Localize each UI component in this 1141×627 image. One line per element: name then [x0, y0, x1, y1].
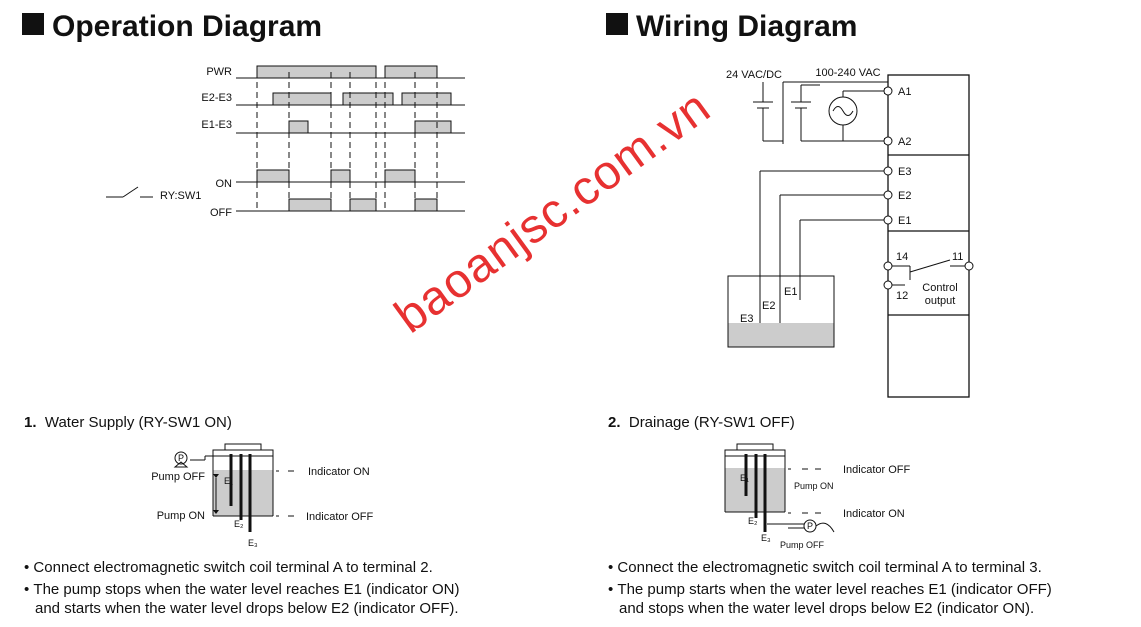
control-output-label-1: Control: [922, 282, 957, 294]
terminal-e1: E1: [898, 215, 911, 227]
electrode-e1-label: E₁: [740, 473, 749, 483]
pump-off-label: Pump OFF: [151, 471, 205, 483]
pump-on-label: Pump ON: [157, 510, 205, 522]
ry-sw1-label: RY:SW1: [160, 190, 201, 202]
pump-off-label: Pump OFF: [780, 540, 825, 550]
wiring-diagram: 24 VAC/DC 100-240 VAC A1 A2 E3 E2 E1 14 …: [726, 67, 974, 398]
drainage-bullet-1: • Connect the electromagnetic switch coi…: [608, 559, 1042, 576]
supply-ac-label: 100-240 VAC: [815, 67, 880, 79]
electrode-e3-label: E₃: [761, 533, 771, 543]
e1e3-label: E1-E3: [201, 119, 232, 131]
indicator-off-label: Indicator OFF: [843, 464, 911, 476]
terminal-a1: A1: [898, 86, 911, 98]
drainage-bullet-2-cont: and stops when the water level drops bel…: [619, 600, 1035, 617]
pump-icon: P: [803, 519, 835, 533]
tank-water-fill: [728, 323, 834, 347]
drainage-bullet-2: • The pump starts when the water level r…: [608, 581, 1052, 598]
indicator-on-label: Indicator ON: [843, 508, 905, 520]
operation-diagram-title: Operation Diagram: [22, 10, 322, 44]
ac-source-icon: [828, 90, 888, 141]
square-bullet-icon: [606, 13, 628, 35]
supply-bullet-1: • Connect electromagnetic switch coil te…: [24, 559, 433, 576]
tank: [727, 275, 835, 348]
tank-e3-label: E3: [740, 313, 753, 325]
tank-e2-label: E2: [762, 300, 775, 312]
supply-heading: 1. Water Supply (RY-SW1 ON): [24, 414, 232, 431]
electrode-e1-label: E₁: [224, 476, 233, 486]
control-output-label-2: output: [925, 295, 956, 307]
terminal-11: 11: [952, 251, 963, 263]
electrode-e2-label: E₂: [748, 516, 758, 526]
on-label: ON: [216, 178, 233, 190]
terminal-a2: A2: [898, 136, 911, 148]
tank-e1-label: E1: [784, 286, 797, 298]
e2e3-label: E2-E3: [201, 92, 232, 104]
svg-text:P: P: [178, 453, 184, 463]
pump-icon: P: [173, 451, 189, 468]
drainage-diagram: P E₁ E₂ E₃ Pump ON Pump OFF Indicator OF…: [724, 443, 911, 550]
supply-dc-label: 24 VAC/DC: [726, 69, 782, 81]
terminal-14: 14: [896, 251, 908, 263]
water-fill: [213, 470, 273, 516]
dc-supply-symbol: [753, 81, 888, 144]
indicator-off-label: Indicator OFF: [306, 511, 374, 523]
terminal-e3: E3: [898, 166, 911, 178]
svg-text:P: P: [807, 521, 813, 531]
switch-symbol-icon: [106, 186, 153, 198]
terminal-e2: E2: [898, 190, 911, 202]
square-bullet-icon: [22, 13, 44, 35]
wiring-diagram-title: Wiring Diagram: [606, 10, 857, 44]
pwr-label: PWR: [206, 66, 232, 78]
water-supply-diagram: P E₁ E₂ E₃ Pump OFF Pump ON Indicator ON…: [151, 443, 374, 548]
supply-bullet-2-cont: and starts when the water level drops be…: [35, 600, 459, 617]
terminal-12: 12: [896, 290, 908, 302]
electrode-e2-label: E₂: [234, 519, 244, 529]
off-label: OFF: [210, 207, 232, 219]
drainage-heading: 2. Drainage (RY-SW1 OFF): [608, 414, 795, 431]
pump-on-label: Pump ON: [794, 481, 834, 491]
supply-bullet-2: • The pump stops when the water level re…: [24, 581, 460, 598]
operation-timing-diagram: PWR E2-E3 E1-E3 ON OFF RY:SW1: [106, 65, 465, 219]
electrode-e3-label: E₃: [248, 538, 258, 548]
indicator-on-label: Indicator ON: [308, 466, 370, 478]
